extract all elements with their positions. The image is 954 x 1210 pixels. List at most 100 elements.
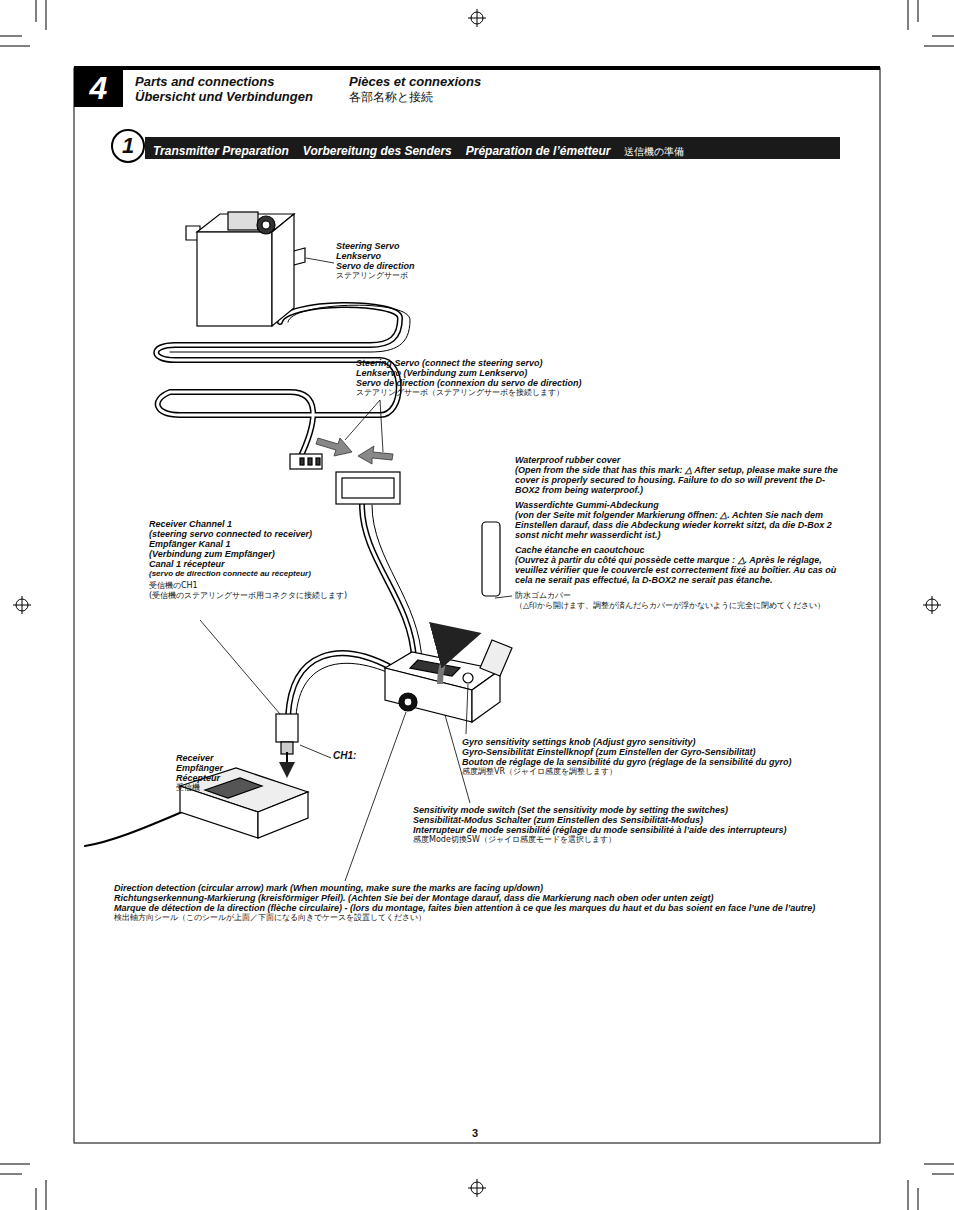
part-label: Sensibilität-Modus Schalter (zum Einstel… <box>413 815 787 825</box>
heading-box: 4Parts and connectionsÜbersicht und Verb… <box>74 70 123 107</box>
illustration-part <box>399 693 417 711</box>
label-group: Steering Servo (connect the steering ser… <box>356 358 582 398</box>
part-label: Empfänger Kanal 1 <box>149 539 347 549</box>
illustration-part <box>272 214 294 326</box>
part-label: Empfänger <box>176 763 223 773</box>
note-text: (von der Seite mit folgender Markierung … <box>515 510 847 540</box>
part-label: Gyro-Sensibilität Einstellknopf (zum Ein… <box>462 747 792 757</box>
illustration-part <box>372 505 422 662</box>
part-label: Canal 1 récepteur <box>149 559 347 569</box>
note-text: (Open from the side that has this mark: … <box>515 465 847 495</box>
illustration-part <box>257 216 275 234</box>
illustration-part <box>290 454 322 469</box>
illustration-part <box>300 458 304 465</box>
label-group: CH1: <box>333 750 356 762</box>
illustration-part <box>342 478 394 498</box>
part-label: 受信機のCH1 <box>149 581 347 591</box>
note-text: Cache étanche en caoutchouc <box>515 545 847 555</box>
heading-text: 各部名称と接続 <box>349 90 433 104</box>
part-label: 受信機 <box>176 783 223 793</box>
part-label: Richtungserkennung-Markierung (kreisförm… <box>114 893 815 903</box>
channel-label: CH1: <box>333 750 356 762</box>
part-label: 検出軸方向シール（このシールが上面／下面になる向きでケースを設置してください） <box>114 913 815 923</box>
part-label: Steering Servo <box>336 241 415 251</box>
illustration-part <box>262 221 270 229</box>
part-label: 感度Mode切換SW（ジャイロ感度モードを選択します） <box>413 835 787 845</box>
illustration-part <box>345 712 406 881</box>
illustration-part <box>288 653 392 716</box>
label-group: Direction detection (circular arrow) mar… <box>114 883 815 923</box>
illustration-part <box>308 458 312 465</box>
illustration-part <box>923 596 941 614</box>
illustration-part <box>468 1179 486 1197</box>
illustration-part <box>468 9 486 27</box>
illustration-part <box>404 698 412 706</box>
part-label: Direction detection (circular arrow) mar… <box>114 883 815 893</box>
label-group: Sensitivity mode switch (Set the sensiti… <box>413 805 787 845</box>
section-band: Transmitter Preparation Vorbereitung des … <box>145 137 840 159</box>
part-label: ステアリングサーボ <box>336 271 415 281</box>
step-circle: 1 <box>111 129 145 163</box>
illustration-part <box>13 596 31 614</box>
illustration-part <box>85 812 182 846</box>
part-label: Servo de direction <box>336 261 415 271</box>
illustration-part <box>482 522 500 596</box>
part-label: Servo de direction (connexion du servo d… <box>356 378 582 388</box>
part-label: (servo de direction connecté au récepteu… <box>149 569 347 579</box>
illustration-part <box>463 673 473 683</box>
illustration-part <box>316 458 320 465</box>
part-label: ステアリングサーボ（ステアリングサーボを接続します） <box>356 388 582 398</box>
label-group: Waterproof rubber cover(Open from the si… <box>515 455 847 612</box>
label-group: 3 <box>472 1127 478 1140</box>
illustration-part <box>440 636 470 684</box>
illustration-part <box>288 653 392 716</box>
illustration-part <box>362 505 414 660</box>
note-text: Wasserdichte Gummi-Abdeckung <box>515 500 847 510</box>
illustration-part <box>306 258 334 263</box>
part-label: Sensitivity mode switch (Set the sensiti… <box>413 805 787 815</box>
illustration-part <box>385 522 512 722</box>
part-label: Steering Servo (connect the steering ser… <box>356 358 582 368</box>
heading-text: Vorbereitung des Senders <box>303 144 452 158</box>
note-text: (Ouvrez à partir du côté qui possède cet… <box>515 555 847 585</box>
part-label: Lenkservo (Verbindung zum Lenkservo) <box>356 368 582 378</box>
heading-text: Übersicht und Verbindungen <box>135 89 313 104</box>
illustration-part <box>200 620 280 714</box>
note-text: （△印から開けます、調整が済んだらカバーが浮かないように完全に閉めてください） <box>515 601 847 611</box>
heading-text: Pièces et connexions <box>349 74 481 89</box>
part-label: Receiver Channel 1 <box>149 519 347 529</box>
illustration-part <box>316 438 393 464</box>
label-group: Gyro sensitivity settings knob (Adjust g… <box>462 737 792 777</box>
heading-text: 送信機の準備 <box>624 146 684 157</box>
illustration-part <box>258 792 308 838</box>
part-label: (Verbindung zum Empfänger) <box>149 549 347 559</box>
part-label: Marque de détection de la direction (flè… <box>114 903 815 913</box>
illustration-part <box>362 505 414 660</box>
part-label: 感度調整VR（ジャイロ感度を調整します） <box>462 767 792 777</box>
illustration-part <box>316 438 352 456</box>
part-label: Récepteur <box>176 773 223 783</box>
illustration-part <box>276 714 298 742</box>
label-group: Steering ServoLenkservoServo de directio… <box>336 241 415 281</box>
illustration-part <box>74 68 880 1143</box>
heading-text: Transmitter Preparation <box>153 144 289 158</box>
illustration-part <box>197 232 272 326</box>
heading-text: Préparation de l’émetteur <box>466 144 611 158</box>
label-group: ReceiverEmpfängerRécepteur受信機 <box>176 753 223 793</box>
heading-text: Parts and connections <box>135 74 274 89</box>
illustration-part <box>495 596 512 598</box>
note-text: 防水ゴムカバー <box>515 591 847 601</box>
illustration-part <box>74 66 880 70</box>
part-label: (受信機のステアリングサーボ用コネクタに接続します) <box>149 591 347 601</box>
illustration-part <box>13 9 941 1197</box>
illustration-part <box>480 640 512 676</box>
illustration-part <box>472 670 500 722</box>
part-label: Bouton de réglage de la sensibilité du g… <box>462 757 792 767</box>
step-number: 1 <box>113 131 143 161</box>
illustration-part <box>466 684 468 734</box>
illustration-part <box>410 660 460 676</box>
part-label: (steering servo connected to receiver) <box>149 529 347 539</box>
page-number: 3 <box>472 1127 478 1140</box>
